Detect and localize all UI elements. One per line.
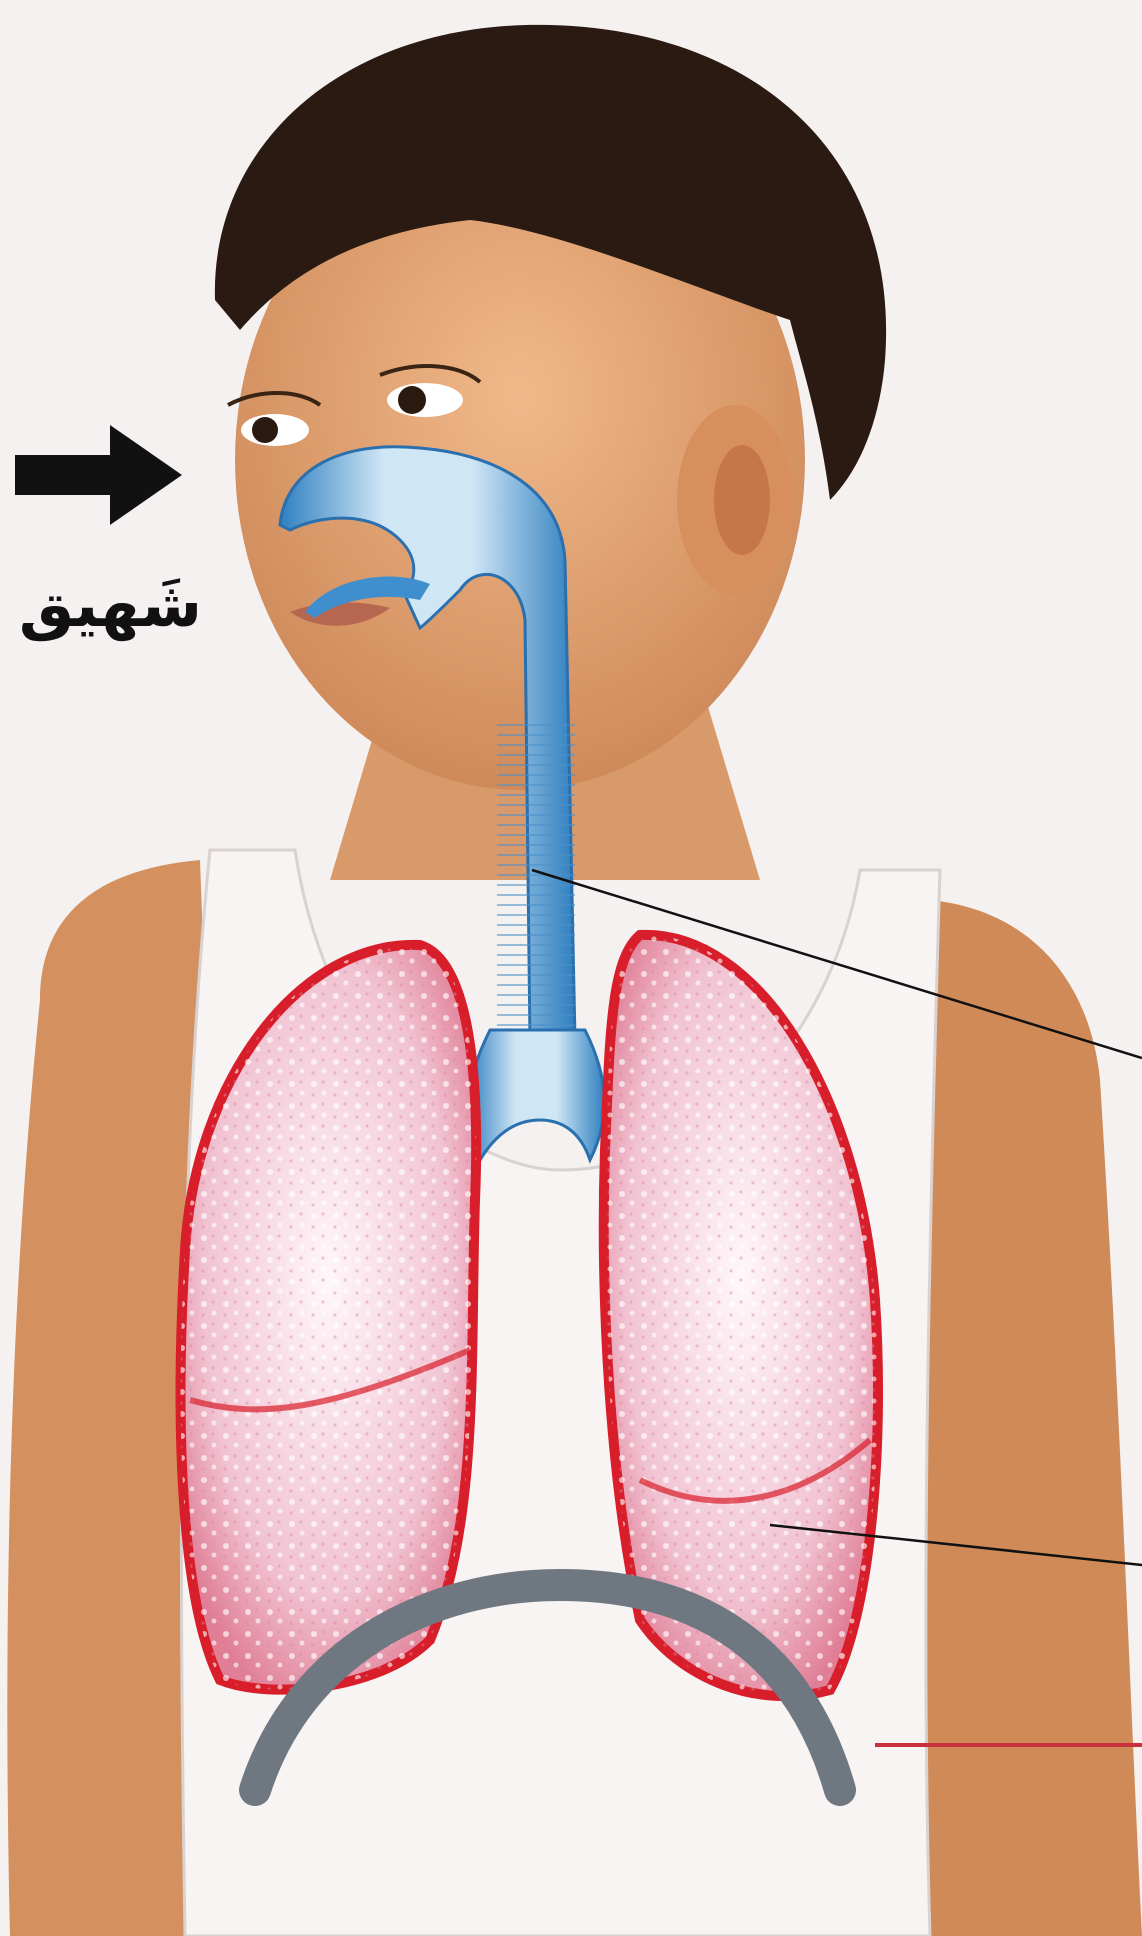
trachea: [497, 720, 575, 1050]
inhale-label: شَهيق: [22, 568, 202, 641]
bronchi: [468, 1030, 605, 1160]
right-arrow-icon: [15, 425, 182, 525]
right-arm: [900, 900, 1142, 1936]
